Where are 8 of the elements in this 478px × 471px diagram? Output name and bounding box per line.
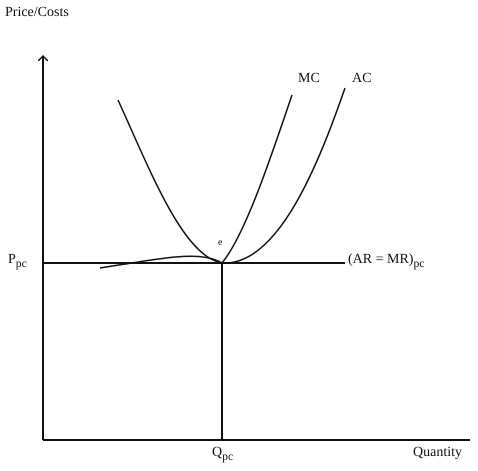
axis-label: Quantity [413, 446, 462, 460]
axis-value: Q$_{pc}$ [212, 446, 234, 462]
curve-label: MC [298, 72, 320, 86]
curve-label: AC [352, 72, 372, 86]
axis-label: Price/Costs [5, 6, 69, 20]
axis-value: P$_{pc}$ [8, 253, 27, 270]
line-label: (AR = MR)$_{pc}$ [348, 253, 424, 270]
point-label: e [218, 238, 222, 248]
